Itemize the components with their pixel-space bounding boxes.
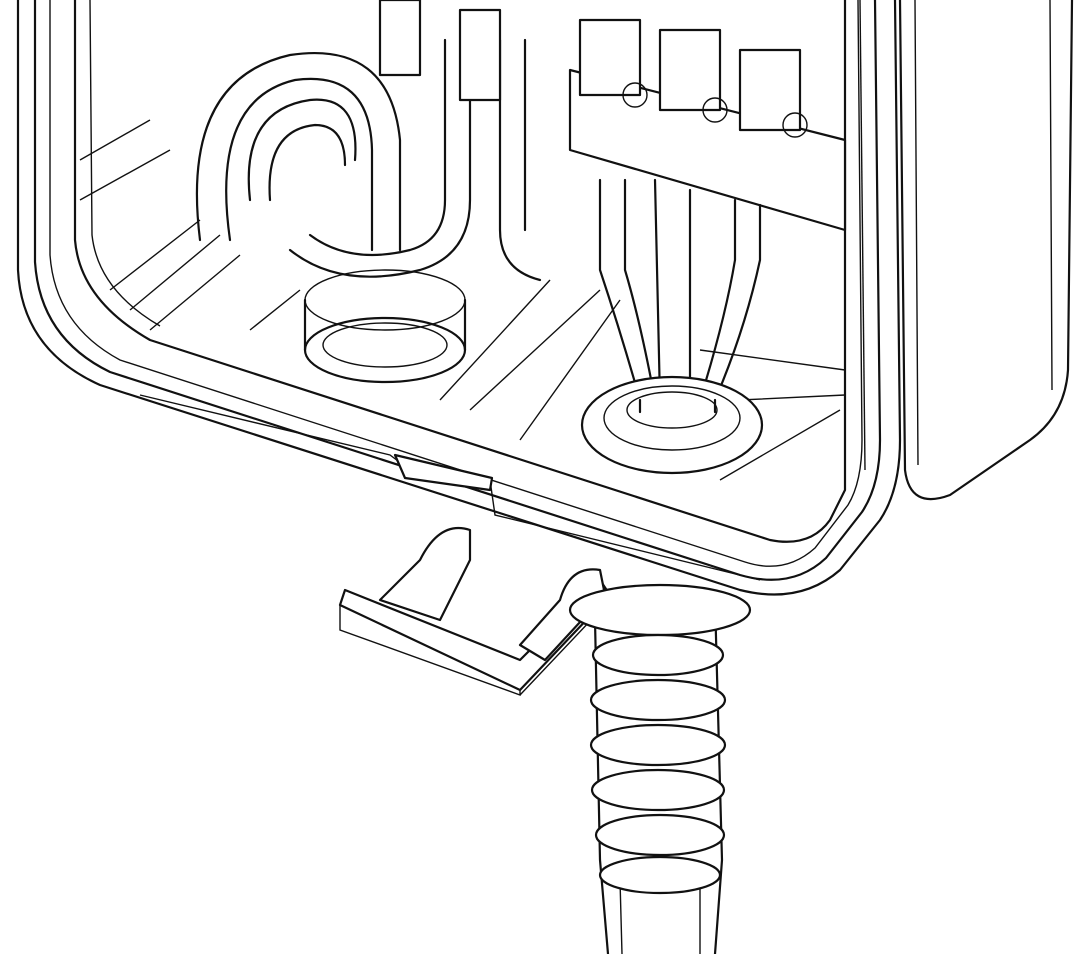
wire-bundle	[598, 178, 762, 402]
enclosure-floor	[79, 119, 846, 481]
enclosure-side-panel	[859, 0, 1074, 501]
terminal-block	[568, 18, 847, 232]
left-cable-grommet	[303, 269, 467, 384]
enclosure-inner-rim	[73, 0, 847, 581]
conduit-clip	[338, 526, 612, 696]
corrugated-conduit	[568, 583, 752, 954]
right-cable-grommet	[580, 375, 764, 475]
enclosure-outer-wall	[16, 0, 902, 596]
coiled-cables	[195, 0, 542, 282]
